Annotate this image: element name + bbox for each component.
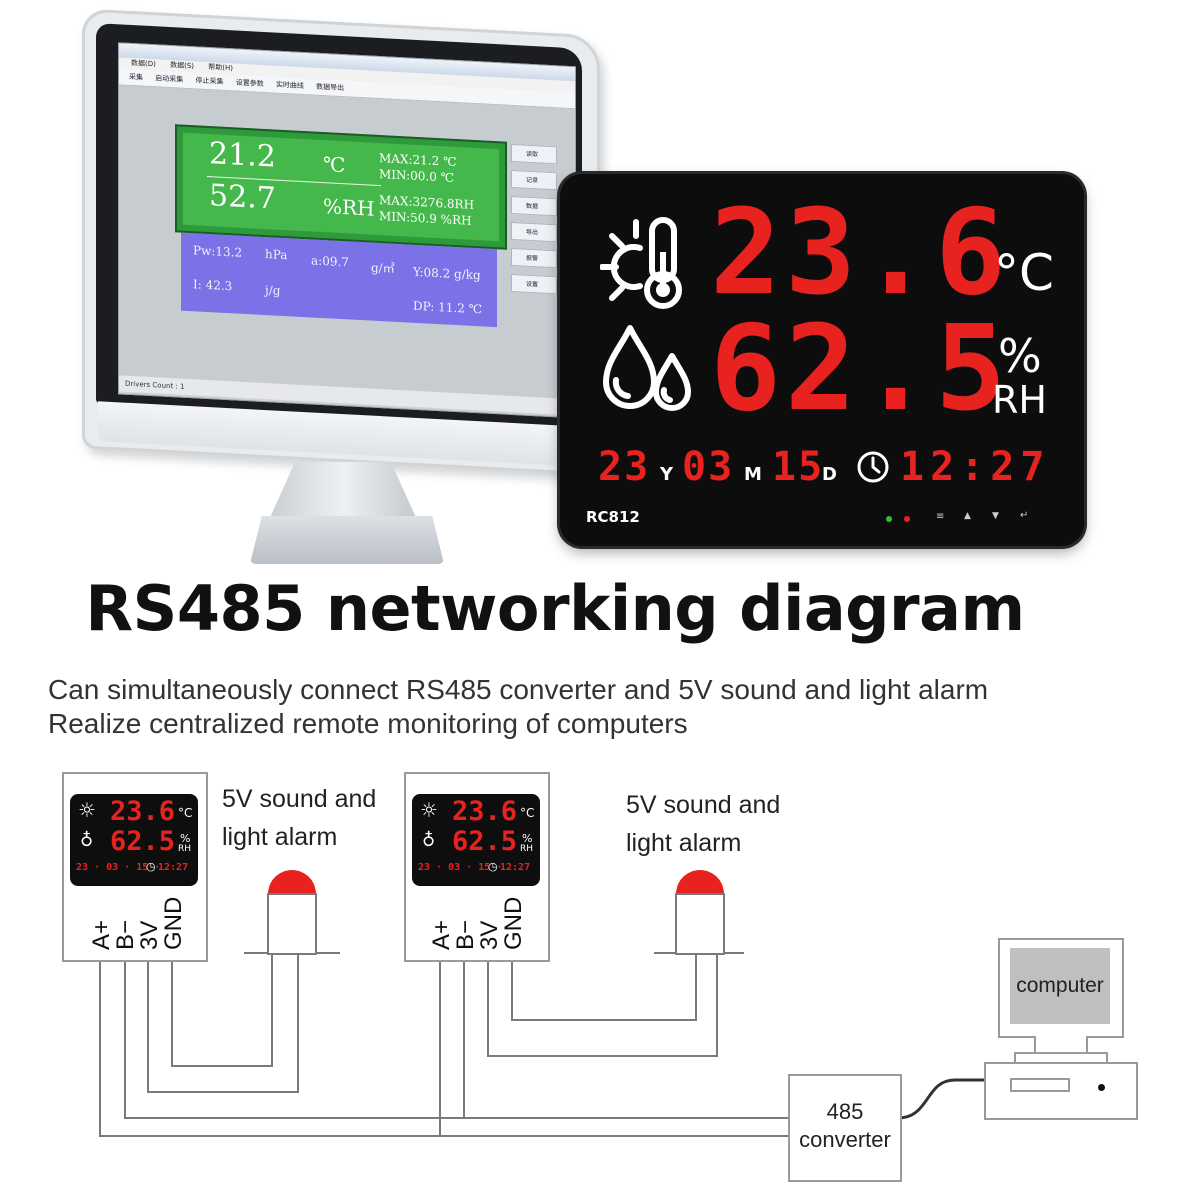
power-button [1098, 1084, 1105, 1091]
wire-3v-unit2 [487, 955, 718, 1057]
alarm-1-label: 5V sound and light alarm [222, 785, 377, 851]
pin-gnd: GND [160, 896, 187, 950]
sensor-unit-1-hum-rh: RH [178, 844, 192, 854]
wire-b-minus [124, 955, 790, 1119]
sensor-unit-1-temp-unit: °C [178, 806, 193, 820]
alarm-2-label: 5V sound and light alarm [626, 791, 781, 857]
alarm-1-light [267, 870, 317, 955]
sensor-unit-1-display: ☼ 23.6 °C ♁ 62.5 % RH 23 · 03 · 15 · ◷ 1… [70, 794, 198, 886]
sensor-unit-2: ☼ 23.6 °C ♁ 62.5 % RH 23 · 03 · 15 · ◷ 1… [404, 772, 550, 962]
wire-gnd-unit2 [511, 955, 697, 1021]
computer-screen: computer [1010, 948, 1110, 1024]
clock-icon: ◷ [488, 860, 498, 873]
humidity-icon: ♁ [80, 830, 94, 851]
month-label: M [744, 464, 762, 485]
sensor-unit-1: ☼ 23.6 °C ♁ 62.5 % RH 23 · 03 · 15 · ◷ 1… [62, 772, 208, 962]
status-led-green [886, 516, 892, 522]
sensor-unit-2-hum-rh: RH [520, 844, 534, 854]
sensor-unit-1-date: 23 · 03 · 15 · [76, 862, 161, 873]
sensor-unit-1-temperature: 23.6 [110, 796, 176, 827]
rc812-display-device: 23.6 °C 62.5 % RH 23 Y 03 M 15 D 12:27 R… [560, 174, 1084, 546]
humidity-unit-percent: % [998, 329, 1042, 383]
humidity-icon [603, 325, 691, 411]
computer-monitor: computer [998, 938, 1124, 1038]
pin-gnd: GND [500, 896, 527, 950]
subtitle-line-1: Can simultaneously connect RS485 convert… [48, 674, 989, 705]
alarm-2-light [675, 870, 725, 955]
humidity-display: 62.5 [710, 299, 1011, 437]
day-display: 15 [772, 444, 825, 490]
temperature-icon: ☼ [420, 798, 438, 822]
year-display: 23 [598, 444, 651, 490]
sensor-unit-2-hum-percent: % [522, 832, 533, 845]
sensor-unit-2-display: ☼ 23.6 °C ♁ 62.5 % RH 23 · 03 · 15 · ◷ 1… [412, 794, 540, 886]
sensor-unit-1-hum-percent: % [180, 832, 191, 845]
sensor-unit-2-temp-unit: °C [520, 806, 535, 820]
month-display: 03 [682, 444, 735, 490]
clock-icon: ◷ [146, 860, 156, 873]
sensor-unit-1-time: 12:27 [158, 862, 189, 873]
day-label: D [822, 464, 837, 485]
down-icon[interactable]: ▼ [992, 511, 999, 521]
page-title: RS485 networking diagram [85, 572, 1025, 645]
temperature-icon [600, 217, 682, 309]
sensor-unit-2-date: 23 · 03 · 15 · [418, 862, 503, 873]
clock-icon [857, 451, 889, 483]
monitor-stand-neck [268, 462, 418, 522]
wire-gnd-unit1 [171, 955, 273, 1067]
sensor-unit-2-humidity: 62.5 [452, 826, 518, 857]
status-led-red [904, 516, 910, 522]
sensor-unit-2-time: 12:27 [500, 862, 531, 873]
temperature-unit: °C [994, 244, 1054, 302]
monitor-illustration: 数据(D) 数据(S) 帮助(H) 采集 启动采集 停止采集 设置参数 实时曲线… [82, 8, 602, 567]
temperature-icon: ☼ [78, 798, 96, 822]
sensor-unit-2-temperature: 23.6 [452, 796, 518, 827]
computer-label: computer [1016, 974, 1104, 997]
monitor-stand-base [250, 516, 444, 564]
converter-label: 485 converter [799, 1099, 891, 1152]
subtitle-line-2: Realize centralized remote monitoring of… [48, 708, 688, 739]
year-label: Y [660, 464, 674, 485]
sensor-unit-1-humidity: 62.5 [110, 826, 176, 857]
enter-icon[interactable]: ↵ [1020, 510, 1029, 521]
wire-a-plus [99, 955, 790, 1137]
time-display: 12:27 [900, 444, 1051, 490]
up-icon[interactable]: ▲ [964, 511, 971, 521]
disk-drive [1010, 1078, 1070, 1092]
humidity-unit-rh: RH [992, 378, 1047, 422]
rs485-converter: 485 converter [788, 1074, 902, 1182]
wire-3v-unit1 [147, 955, 299, 1093]
model-label: RC812 [586, 508, 640, 526]
humidity-icon: ♁ [422, 830, 436, 851]
temperature-display: 23.6 [710, 183, 1011, 321]
computer-case [984, 1062, 1138, 1120]
menu-icon[interactable]: ≡ [936, 511, 945, 522]
